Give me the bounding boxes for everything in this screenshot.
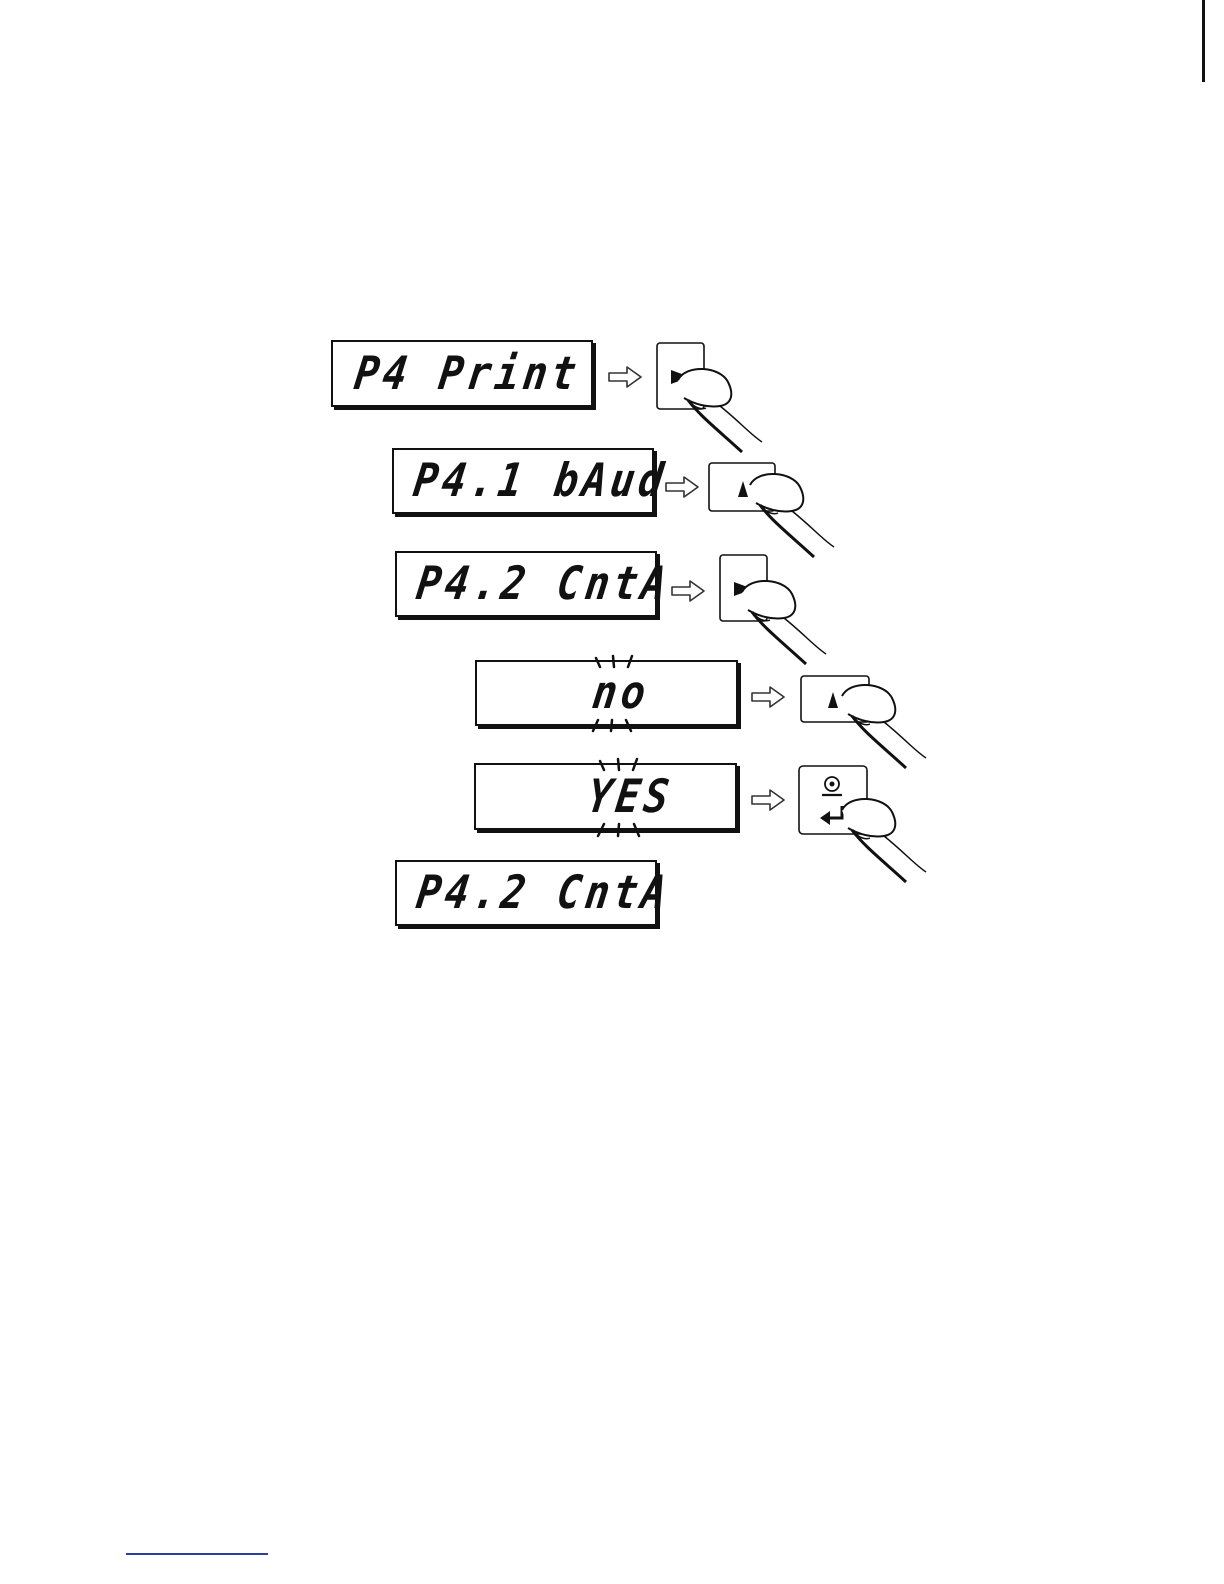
enter-print-key-icon: [799, 766, 926, 882]
flow-arrow-icon: [672, 581, 704, 601]
right-arrow-key-icon: [657, 343, 762, 452]
flow-arrow-icon: [609, 367, 641, 387]
blink-marks-icon: [598, 759, 639, 836]
up-arrow-key-icon: [709, 463, 834, 557]
blink-marks-icon: [593, 656, 632, 731]
right-arrow-key-icon: [720, 555, 826, 664]
flow-arrow-icon: [752, 687, 784, 707]
footnote-rule: [126, 1553, 268, 1555]
flow-arrow-icon: [752, 790, 784, 810]
up-arrow-key-icon: [801, 676, 926, 768]
flow-arrow-icon: [666, 477, 698, 497]
